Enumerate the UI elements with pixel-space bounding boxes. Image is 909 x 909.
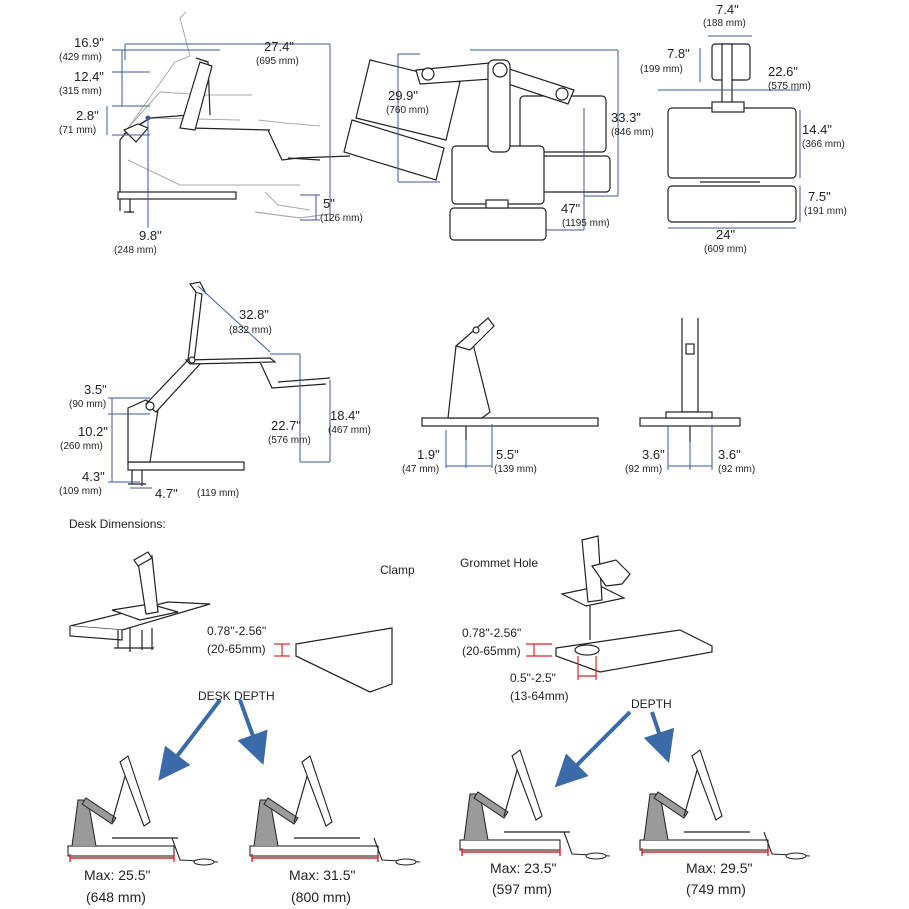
depth-config-2 <box>249 755 421 866</box>
label-d23-mm: (47 mm) <box>402 464 440 475</box>
label-d19-in: 4.3" <box>82 469 105 484</box>
depth-mm-4: (749 mm) <box>686 881 746 897</box>
label-d21-in: 22.7" <box>271 418 301 433</box>
depth-config-4 <box>639 749 811 860</box>
label-d2-in: 12.4" <box>74 69 104 84</box>
label-d11-in: 7.8" <box>667 46 690 61</box>
label-d3-mm: (71 mm) <box>59 125 97 136</box>
label-d16-mm: (832 mm) <box>229 325 272 336</box>
label-d7-mm: (760 mm) <box>386 105 429 116</box>
mount-side-drawing <box>421 317 599 440</box>
depth-mm-1: (648 mm) <box>86 889 146 905</box>
label-d5-in: 5" <box>323 196 335 211</box>
label-d11-mm: (199 mm) <box>640 64 683 75</box>
label-d15-mm: (609 mm) <box>704 244 747 255</box>
label-d2-mm: (315 mm) <box>59 86 102 97</box>
desk-slab-clamp <box>295 627 393 693</box>
label-d17-mm: (90 mm) <box>69 399 107 410</box>
side-elevation-dimension-lines <box>108 285 331 489</box>
grommet-range-mm: (20-65mm) <box>462 644 521 658</box>
label-d4-mm: (695 mm) <box>256 56 299 67</box>
label-d18-mm: (260 mm) <box>60 441 103 452</box>
label-d10-mm: (188 mm) <box>703 18 746 29</box>
label-d19-mm: (109 mm) <box>59 486 102 497</box>
side-view-range-drawing <box>117 11 351 219</box>
label-d3-in: 2.8" <box>76 108 99 123</box>
label-d10-in: 7.4" <box>716 2 739 17</box>
label-d7-in: 29.9" <box>388 88 418 103</box>
label-d20-mm: (119 mm) <box>197 488 240 499</box>
label-d22-mm: (467 mm) <box>328 425 371 436</box>
top-view-drawing <box>343 59 611 241</box>
label-d6-in: 9.8" <box>139 228 162 243</box>
depth-max-3: Max: 23.5" <box>490 860 557 876</box>
depth-configurations <box>67 749 811 866</box>
grommet-range-marks <box>526 643 597 680</box>
label-d26-in: 3.6" <box>718 447 741 462</box>
label-d13-mm: (366 mm) <box>802 139 845 150</box>
front-view-dimension-lines <box>658 35 801 229</box>
mount-front-drawing <box>639 318 741 442</box>
mount-front-dimension-lines <box>667 426 713 470</box>
label-d5-mm: (126 mm) <box>320 213 363 224</box>
label-d23-in: 1.9" <box>417 447 440 462</box>
depth-max-2: Max: 31.5" <box>289 867 356 883</box>
grommet-desk-drawing <box>555 535 713 673</box>
depth-mm-3: (597 mm) <box>492 881 552 897</box>
label-d25-mm: (92 mm) <box>625 464 663 475</box>
front-view-drawing <box>667 43 797 223</box>
label-d25-in: 3.6" <box>642 447 665 462</box>
side-elevation-drawing <box>127 281 331 486</box>
label-d4-in: 27.4" <box>264 39 294 54</box>
clamp-label: Clamp <box>380 563 415 577</box>
hole-range-mm: (13-64mm) <box>510 689 569 703</box>
label-d21-mm: (576 mm) <box>268 435 311 446</box>
label-d24-mm: (139 mm) <box>494 464 537 475</box>
grommet-label: Grommet Hole <box>460 556 539 570</box>
hole-range-in: 0.5"-2.5" <box>510 671 556 685</box>
label-d24-in: 5.5" <box>496 447 519 462</box>
label-d8-in: 33.3" <box>611 110 641 125</box>
label-d22-in: 18.4" <box>330 408 360 423</box>
label-d16-in: 32.8" <box>239 307 269 322</box>
clamp-range-mm: (20-65mm) <box>207 642 266 656</box>
label-d12-mm: (575 mm) <box>768 81 811 92</box>
label-d15-in: 24" <box>716 227 736 242</box>
label-d14-in: 7.5" <box>808 189 831 204</box>
label-d26-mm: (92 mm) <box>718 464 756 475</box>
depth-max-1: Max: 25.5" <box>84 867 151 883</box>
depth-config-3 <box>459 749 611 860</box>
label-d13-in: 14.4" <box>802 122 832 137</box>
depth-label: DEPTH <box>631 697 672 711</box>
label-d18-in: 10.2" <box>78 424 108 439</box>
side-view-dimension-lines <box>106 43 331 228</box>
label-d17-in: 3.5" <box>84 382 107 397</box>
desk-depth-label: DESK DEPTH <box>198 689 275 703</box>
label-d14-mm: (191 mm) <box>804 206 847 217</box>
label-d8-mm: (846 mm) <box>611 127 654 138</box>
clamp-range-in: 0.78"-2.56" <box>207 624 267 638</box>
clamp-desk-drawing <box>69 551 211 652</box>
desk-dimensions-heading: Desk Dimensions: <box>69 517 166 531</box>
mount-side-dimension-lines <box>445 424 493 468</box>
depth-max-4: Max: 29.5" <box>686 860 753 876</box>
depth-config-1 <box>67 755 219 866</box>
label-d9-in: 47" <box>561 201 581 216</box>
label-d6-mm: (248 mm) <box>114 245 157 256</box>
depth-mm-2: (800 mm) <box>291 889 351 905</box>
label-d9-mm: (1195 mm) <box>562 218 610 229</box>
depth-arrows <box>554 710 675 788</box>
clamp-range-marks <box>274 643 290 657</box>
label-d1-in: 16.9" <box>74 35 104 50</box>
label-d1-mm: (429 mm) <box>59 52 102 63</box>
top-view-dimension-lines <box>397 49 619 231</box>
grommet-range-in: 0.78"-2.56" <box>462 626 522 640</box>
label-d12-in: 22.6" <box>768 64 798 79</box>
desk-depth-arrows <box>158 698 268 781</box>
label-d20-in: 4.7" <box>155 486 178 501</box>
